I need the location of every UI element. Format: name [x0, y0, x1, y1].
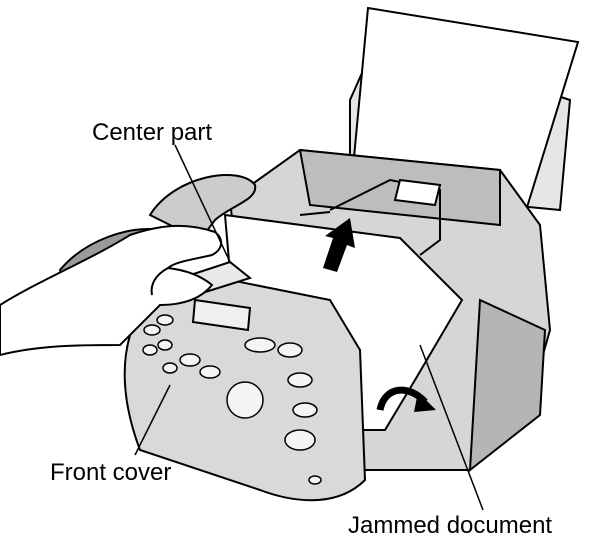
label-front-cover: Front cover: [50, 459, 172, 486]
leader-front-cover: [134, 384, 171, 456]
hand: [0, 224, 223, 357]
pull-up-arrow: [323, 218, 355, 272]
panel-buttons: [131, 309, 322, 485]
document-guide: [299, 178, 442, 256]
rotate-arrow-head: [414, 392, 436, 412]
leader-center-part: [174, 144, 231, 263]
leader-jammed-document: [419, 344, 484, 511]
label-jammed-document: Jammed document: [348, 512, 553, 539]
label-center-part: Center part: [92, 119, 213, 146]
